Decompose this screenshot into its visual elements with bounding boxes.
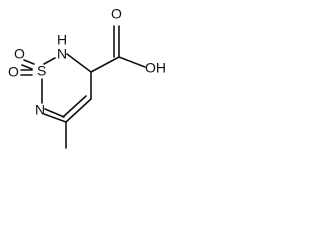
- atom-o1-label: O: [14, 46, 25, 62]
- bond-c5-n2-b: [44, 108, 65, 118]
- atom-s-label: S: [37, 63, 46, 79]
- atom-n2-label: N: [35, 102, 45, 118]
- molecule-structure: O O S H N N O OH: [8, 6, 166, 149]
- bond-carboxyl-oh: [118, 56, 146, 68]
- atom-hydroxyl-label: OH: [145, 60, 166, 76]
- bond-s-nh: [43, 57, 56, 65]
- atom-nh-hydrogen-label: H: [57, 32, 67, 48]
- bond-c5-n2-a: [43, 113, 67, 123]
- atom-carbonyl-oxygen-label: O: [111, 6, 122, 22]
- bond-o1-s-double-a: [23, 59, 35, 65]
- bond-c4-c5-b: [62, 95, 87, 118]
- bond-c3-carboxyl: [90, 56, 120, 73]
- bond-nh-c3: [66, 53, 92, 73]
- bond-o1-s-double-b: [21, 64, 33, 70]
- atom-o2-label: O: [8, 64, 19, 80]
- atom-nh-nitrogen-label: N: [57, 46, 67, 62]
- bond-c4-c5-a: [65, 98, 92, 123]
